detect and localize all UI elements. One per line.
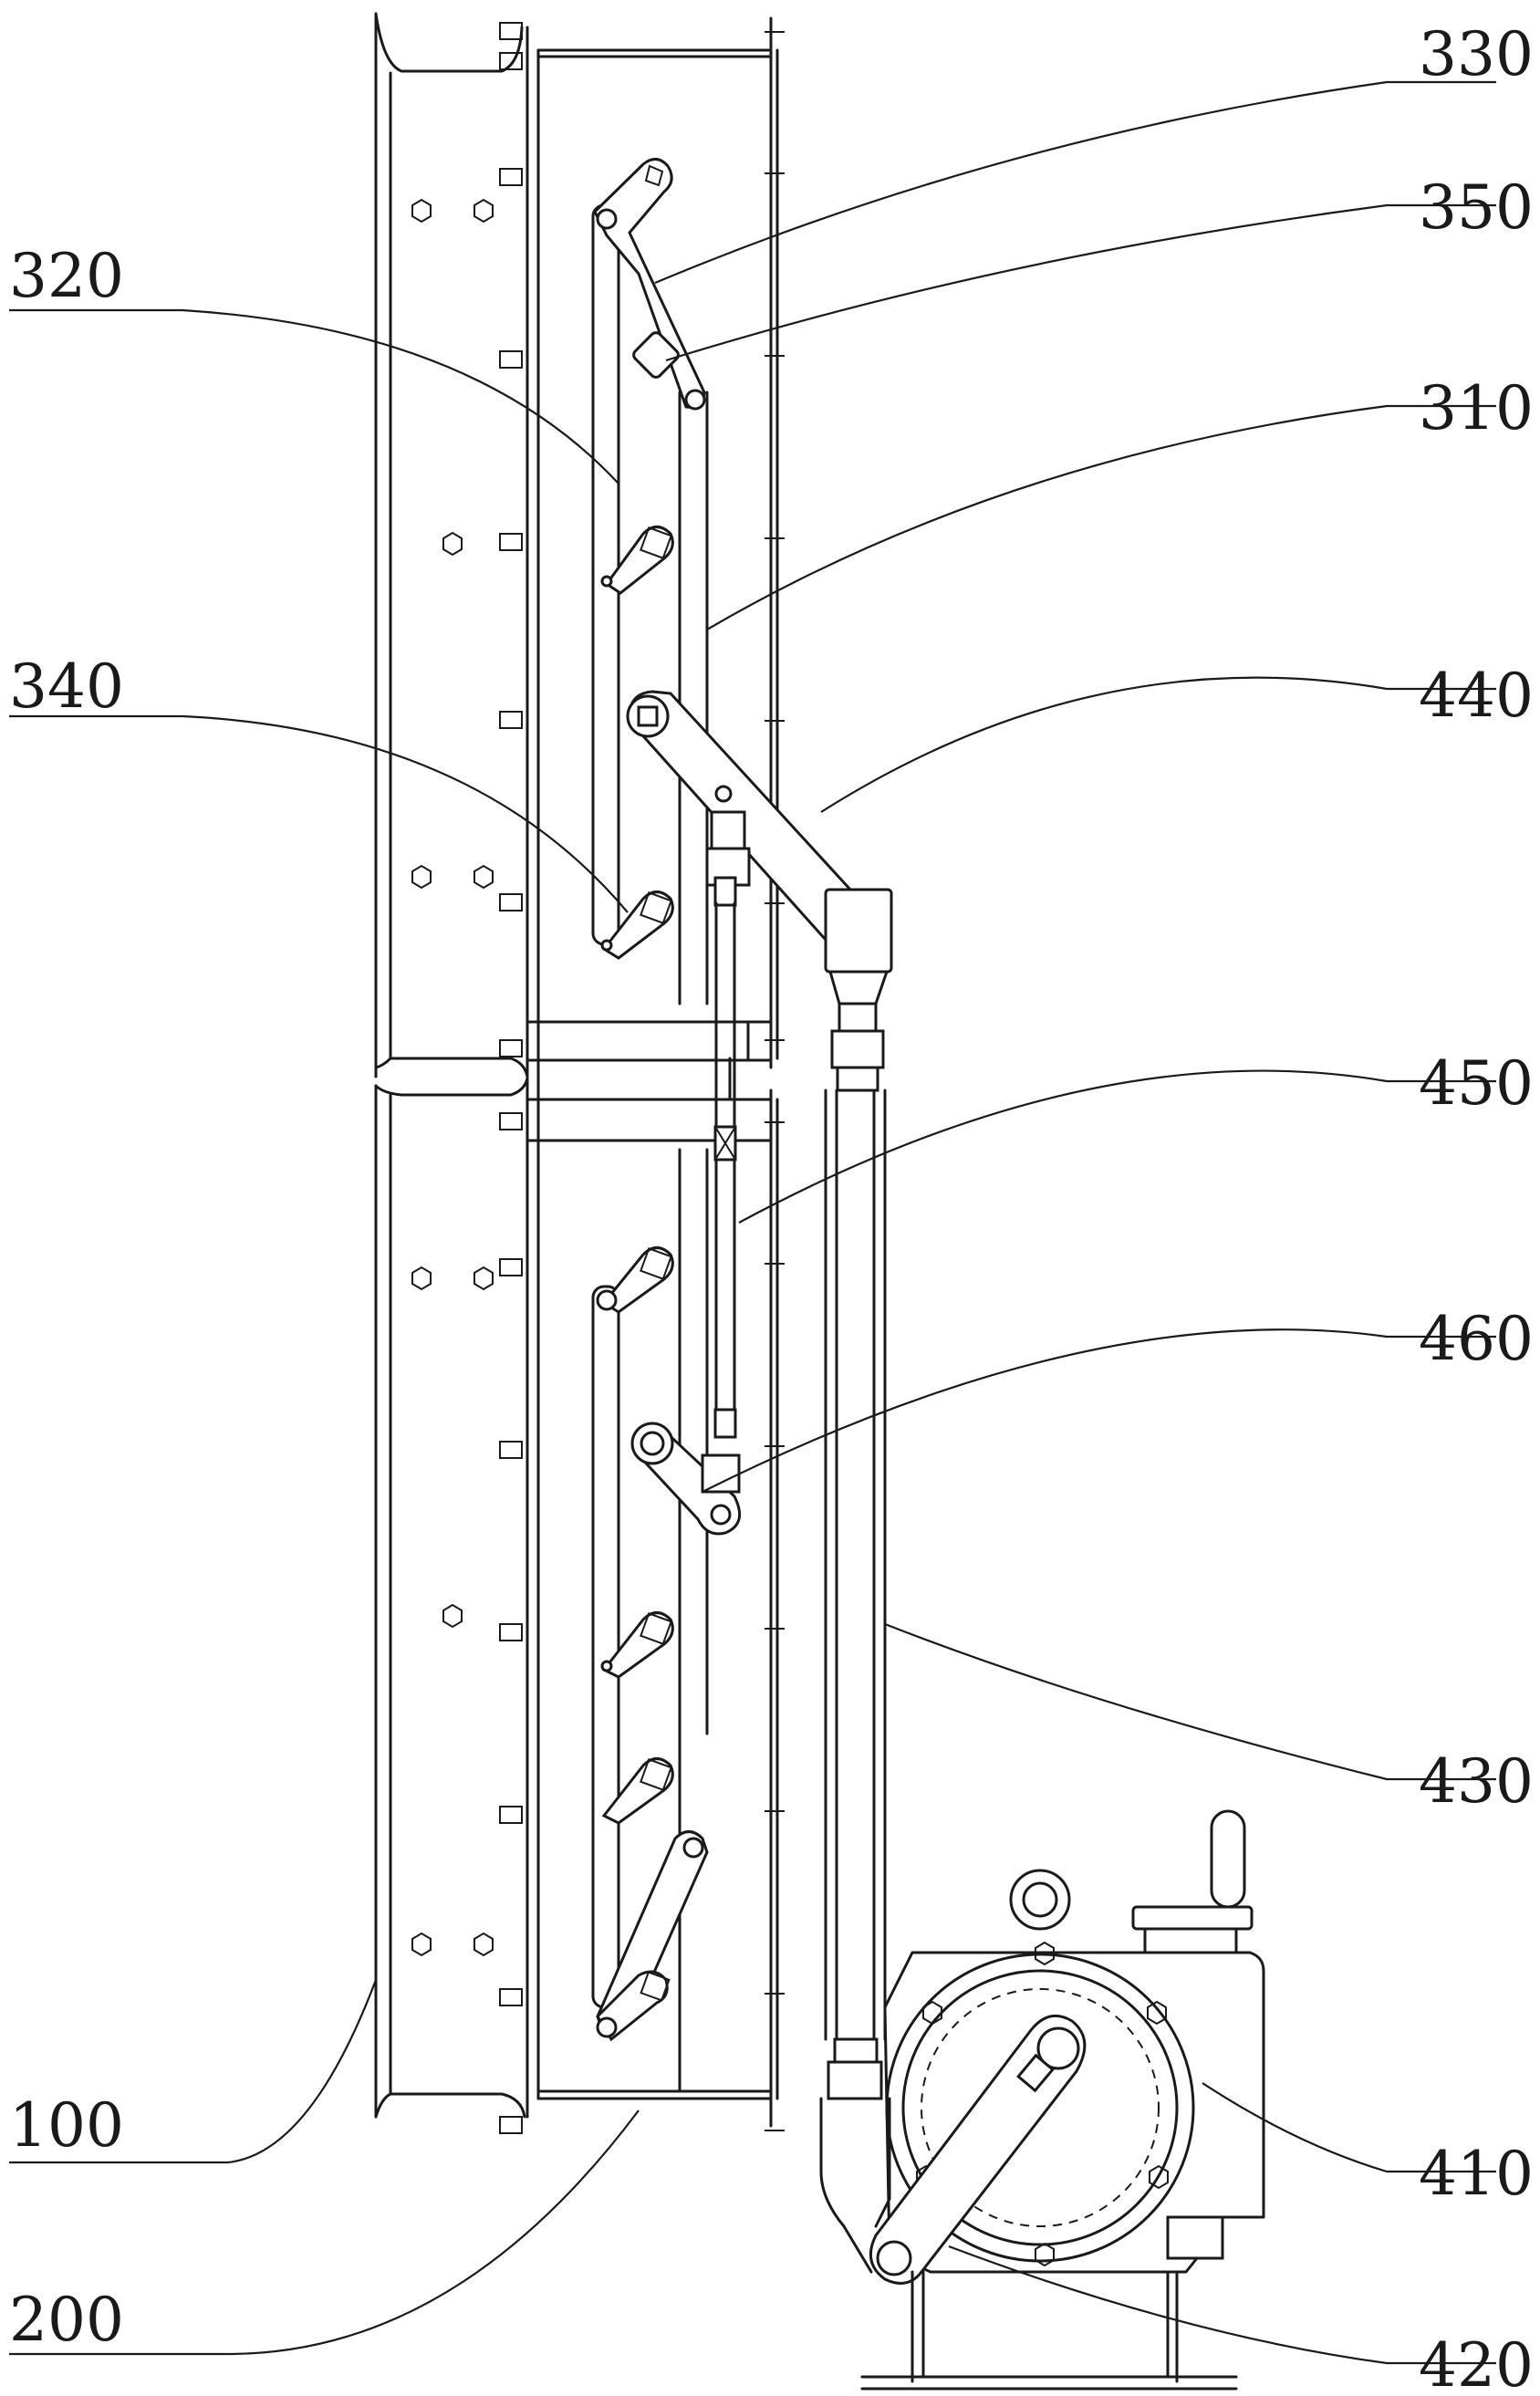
- callout-350: 350: [1419, 172, 1534, 243]
- callout-340: 340: [9, 651, 124, 722]
- duct-channel-100: [376, 14, 527, 2117]
- blade-arm: [607, 527, 672, 594]
- flange-bolts: [500, 23, 522, 2133]
- connecting-bar-lower: [593, 1287, 619, 2007]
- link-rod-450: [715, 878, 735, 1437]
- callout-320: 320: [9, 241, 124, 311]
- callout-330: 330: [1419, 19, 1534, 89]
- callout-310: 310: [1419, 373, 1534, 443]
- drive-tube-430: [821, 890, 891, 2272]
- callout-450: 450: [1419, 1048, 1534, 1119]
- damper-frame-200: [500, 18, 785, 2133]
- callout-200: 200: [9, 2285, 124, 2355]
- callout-460: 460: [1419, 1304, 1534, 1374]
- actuator-410: [862, 1811, 1264, 2389]
- callout-430: 430: [1419, 1746, 1534, 1817]
- callout-100: 100: [9, 2090, 124, 2161]
- rod-310: [680, 392, 707, 1004]
- frame-tick-marks: [765, 32, 785, 2130]
- lower-linkage: [593, 1150, 740, 2089]
- callout-410: 410: [1419, 2139, 1534, 2209]
- blade-arm-340: [604, 892, 672, 959]
- leader-lines: [9, 82, 1496, 2363]
- hex-nut-group: [412, 200, 493, 1955]
- callout-440: 440: [1419, 661, 1534, 731]
- callout-420: 420: [1419, 2330, 1534, 2396]
